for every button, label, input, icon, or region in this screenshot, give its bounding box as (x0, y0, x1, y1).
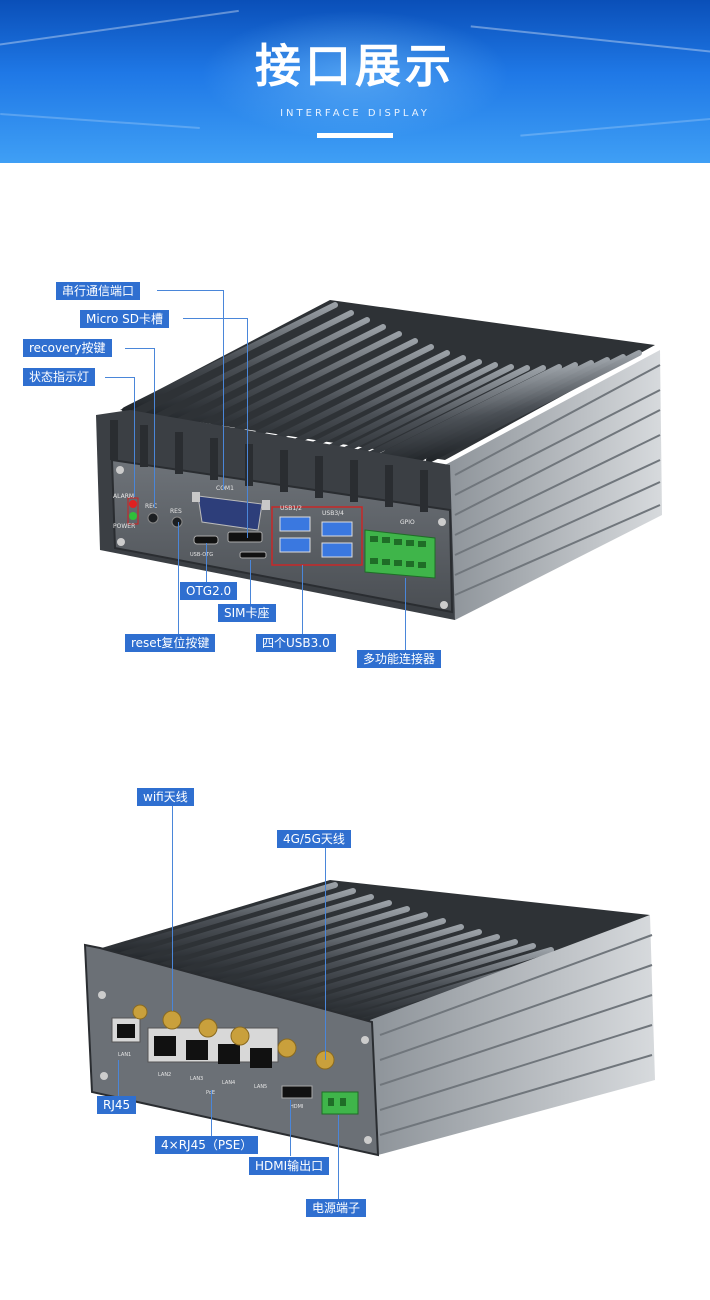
label-recovery: recovery按键 (23, 339, 112, 357)
alarm-text: ALARM (113, 493, 134, 500)
lan1-text: LAN1 (118, 1052, 131, 1058)
hdmi-text: HDMI (290, 1104, 303, 1110)
label-serial-port: 串行通信端口 (56, 282, 141, 300)
front-panel-device: ALARM POWER REC RES COM1 USB1/2 USB3/4 G… (96, 300, 662, 620)
label-sim: SIM卡座 (218, 604, 276, 622)
poe-text: PoE (206, 1090, 215, 1096)
com1-text: COM1 (216, 485, 234, 492)
label-usb: 四个USB3.0 (256, 634, 336, 652)
lan2-text: LAN2 (158, 1072, 171, 1078)
power-text: POWER (113, 523, 135, 530)
usb-otg-text: USB-OTG (190, 552, 213, 558)
usb34-text: USB3/4 (322, 510, 344, 517)
label-rj45: RJ45 (97, 1096, 137, 1114)
usb12-text: USB1/2 (280, 505, 302, 512)
header-banner: 接口展示 INTERFACE DISPLAY (0, 0, 710, 163)
page-subtitle: INTERFACE DISPLAY (280, 108, 430, 119)
title-underline (317, 133, 393, 138)
rec-text: REC (145, 503, 157, 510)
label-power-terminal: 电源端子 (306, 1199, 367, 1217)
rear-panel-device: LAN1 LAN2 LAN3 LAN4 LAN5 PoE HDMI (83, 880, 655, 1157)
res-text: RES (170, 508, 182, 515)
lan5-text: LAN5 (254, 1084, 267, 1090)
lan4-text: LAN4 (222, 1080, 235, 1086)
label-status-led: 状态指示灯 (23, 368, 96, 386)
label-micro-sd: Micro SD卡槽 (80, 310, 169, 328)
gpio-text: GPIO (400, 519, 415, 526)
label-otg: OTG2.0 (180, 582, 238, 600)
label-reset: reset复位按键 (125, 634, 216, 652)
label-hdmi: HDMI输出口 (249, 1157, 330, 1175)
lan3-text: LAN3 (190, 1076, 203, 1082)
page-title: 接口展示 (255, 39, 455, 93)
label-rj45-pse: 4×RJ45（PSE） (155, 1136, 259, 1154)
label-wifi-antenna: wifi天线 (137, 788, 194, 806)
label-cellular-antenna: 4G/5G天线 (277, 830, 351, 848)
label-multi-connector: 多功能连接器 (357, 650, 442, 668)
